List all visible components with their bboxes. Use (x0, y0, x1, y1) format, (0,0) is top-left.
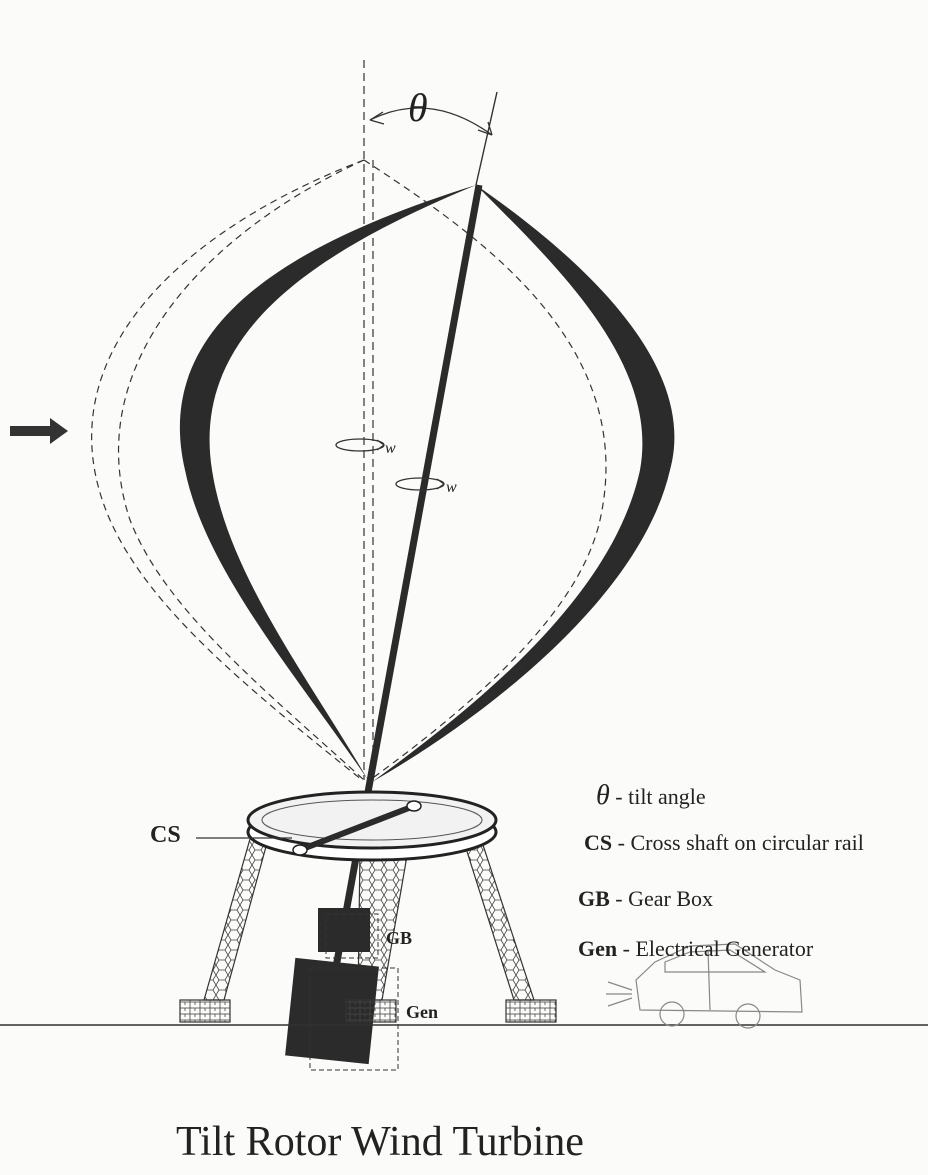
omega-label-upper: w (385, 440, 396, 457)
cross-shaft (298, 803, 416, 853)
tilted-axis-line (475, 91, 498, 186)
callout-gb: GB (386, 928, 413, 948)
support-leg-left (203, 831, 271, 1001)
gear-box (318, 908, 370, 952)
legend-abbr: GB (578, 886, 610, 911)
tilt-angle-arrow-right (477, 121, 493, 136)
legend-row-tilt-angle: θ - tilt angle (596, 780, 706, 812)
support-leg-right (463, 841, 535, 1001)
generator-outline (309, 967, 399, 1071)
cross-shaft-bearing-left (292, 844, 308, 856)
theta-symbol: θ (408, 85, 428, 130)
dashed-blade-right-outer (363, 159, 607, 781)
generator (285, 957, 379, 1065)
foundation-right (505, 999, 557, 1023)
omega-label-lower: w (446, 479, 457, 496)
legend-text: - Electrical Generator (622, 936, 814, 961)
wind-direction-arrow (10, 418, 68, 444)
legend-abbr: θ (596, 780, 610, 811)
diagram-caption: Tilt Rotor Wind Turbine (176, 1119, 584, 1165)
rotation-indicator-upper (335, 438, 385, 452)
foundation-center (345, 999, 397, 1023)
cross-shaft-bearing-right (406, 800, 422, 812)
rotation-indicator-lower (395, 477, 445, 491)
legend-text: - Gear Box (615, 886, 714, 911)
rotation-arrow-lower (436, 478, 445, 490)
blade-right (372, 185, 675, 782)
blade-left (179, 185, 476, 780)
legend-abbr: Gen (578, 936, 618, 961)
rotation-arrow-upper (376, 439, 385, 451)
foundation-left (179, 999, 231, 1023)
legend-text: - tilt angle (615, 784, 706, 809)
circular-rail-inner (261, 799, 483, 841)
legend-row-generator: Gen - Electrical Generator (578, 936, 813, 962)
legend-abbr: CS (584, 830, 613, 855)
legend-row-cross-shaft: CS - Cross shaft on circular rail (584, 830, 864, 856)
tilt-angle-arc (369, 107, 493, 136)
callout-cs: CS (150, 822, 181, 848)
legend-text: - Cross shaft on circular rail (617, 830, 864, 855)
dashed-blade-left-inner (118, 159, 365, 781)
legend-row-gear-box: GB - Gear Box (578, 886, 713, 912)
car-sketch (606, 943, 803, 1029)
main-shaft (326, 184, 483, 1001)
tilt-angle-arrow-left (369, 111, 385, 125)
gear-box-outline (325, 913, 379, 959)
callout-gen: Gen (406, 1002, 439, 1022)
